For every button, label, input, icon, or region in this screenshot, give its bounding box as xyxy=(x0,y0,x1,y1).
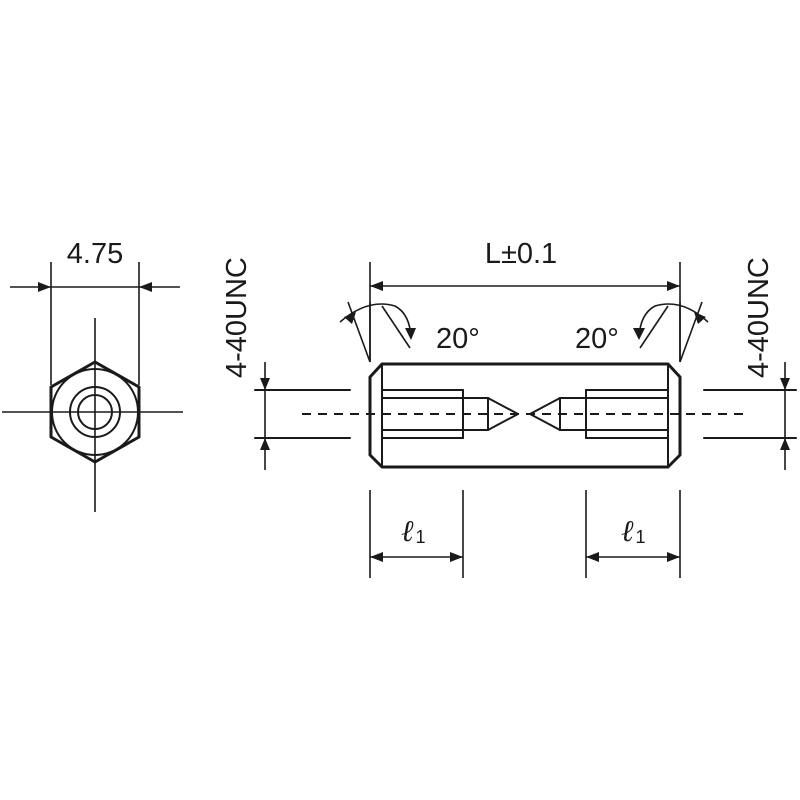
right-angle-label: 20° xyxy=(575,323,619,355)
length-dimension-label: L±0.1 xyxy=(485,238,557,270)
spacer-body-outline xyxy=(368,362,682,469)
chamfer-circle xyxy=(51,368,139,456)
side-view: 4-40UNC 4-40UNC L±0.1 20° xyxy=(221,238,797,578)
right-thread-arrow-top xyxy=(780,378,790,390)
left-angle-label: 20° xyxy=(436,323,480,355)
end-view: 4.75 xyxy=(2,238,183,512)
left-tapped-hole xyxy=(381,389,519,439)
width-arrow-right xyxy=(139,282,152,292)
right-angle-annotation: 20° xyxy=(575,301,709,363)
width-arrow-left xyxy=(38,282,51,292)
right-thread-arrow-bottom xyxy=(780,438,790,450)
left-thread-label: 4-40UNC xyxy=(221,257,253,378)
thread-minor-circle xyxy=(77,394,113,430)
left-thread-arrow-bottom xyxy=(260,438,270,450)
hexagon-outline xyxy=(49,360,141,464)
thread-major-circle xyxy=(69,386,121,438)
width-dimension-label: 4.75 xyxy=(67,238,123,270)
left-thread-arrow-top xyxy=(260,378,270,390)
length-arrow-right xyxy=(667,281,680,291)
right-thread-label: 4-40UNC xyxy=(743,257,775,378)
left-angle-annotation: 20° xyxy=(339,301,480,363)
length-arrow-left xyxy=(370,281,383,291)
